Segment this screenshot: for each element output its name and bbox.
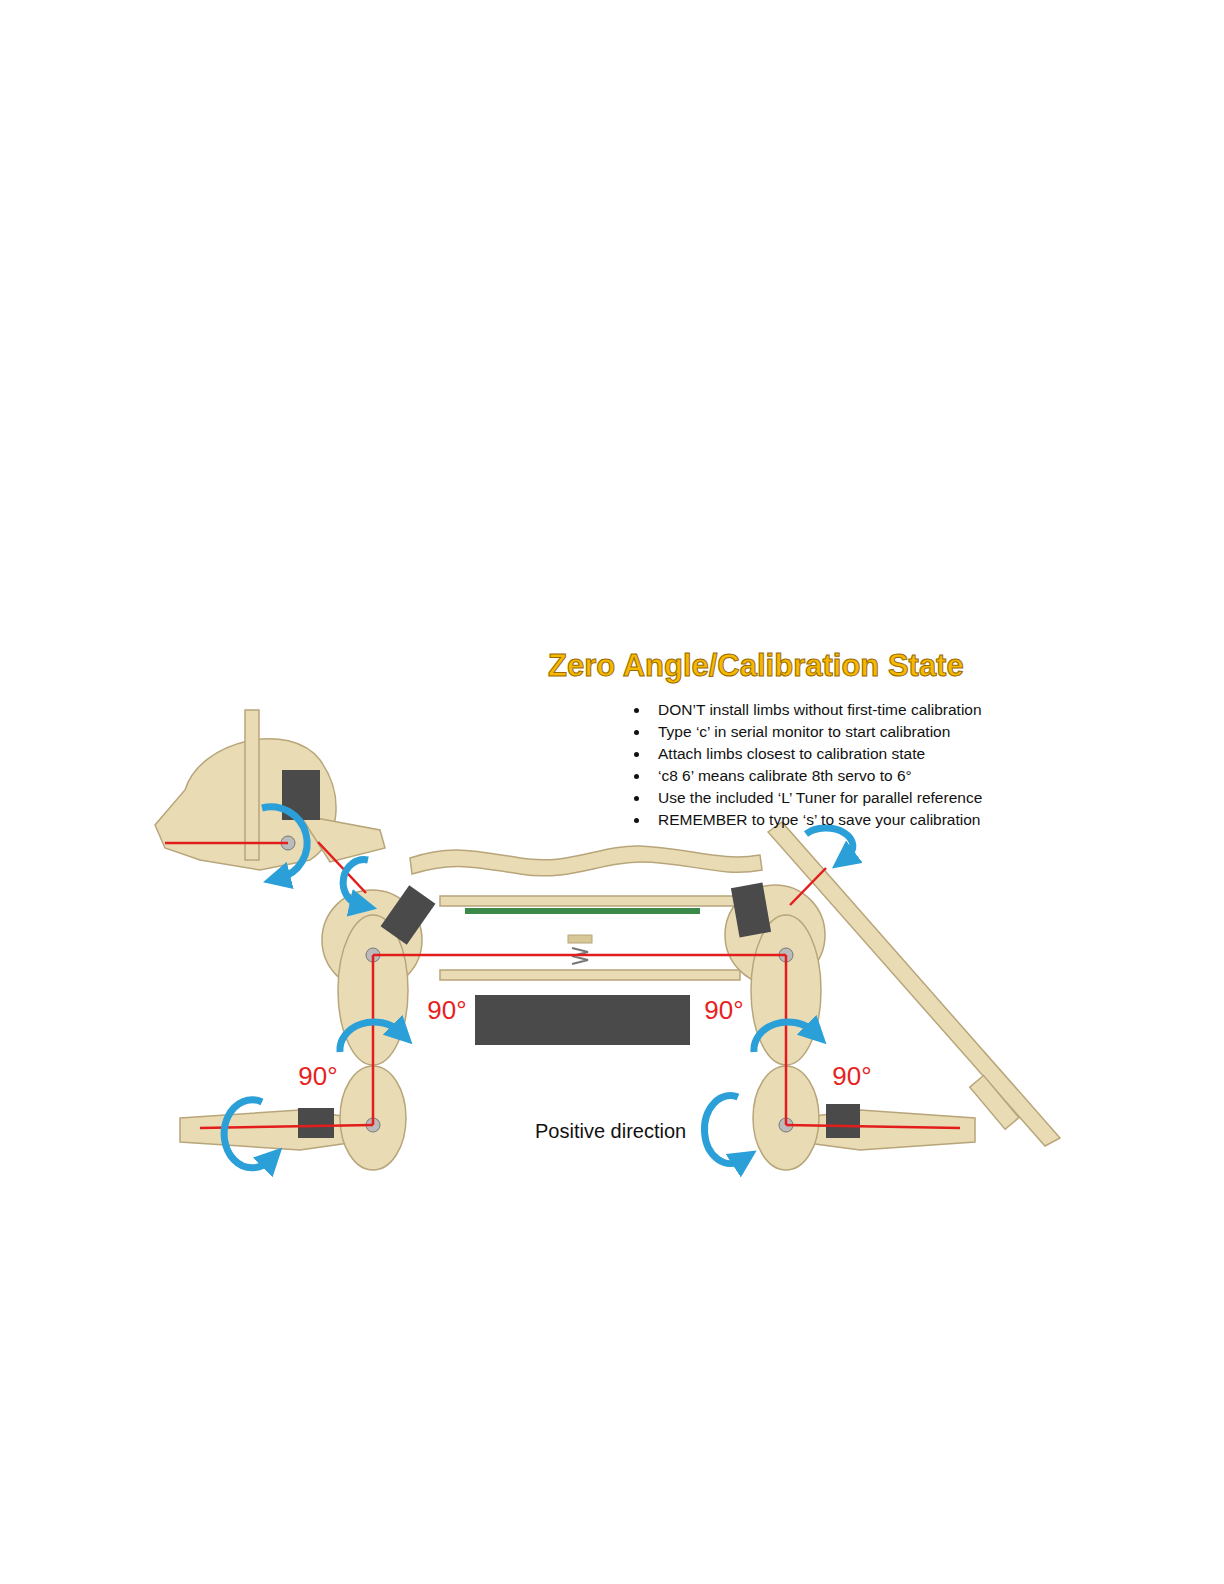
frame-rod (440, 970, 740, 980)
shoulder-arrow (754, 1022, 814, 1052)
circuit-board (465, 908, 700, 914)
direction-label: Positive direction (535, 1120, 686, 1143)
angle-label: 90° (427, 995, 466, 1026)
note-bullet: Use the included ‘L’ Tuner for parallel … (658, 789, 982, 807)
frame-rod (440, 896, 740, 906)
top-plate (410, 846, 762, 876)
bullet-dot (634, 752, 639, 757)
angle-label: 90° (298, 1061, 337, 1092)
note-bullet: DON’T install limbs without first-time c… (658, 701, 982, 719)
diagram-title: Zero Angle/Calibration State (548, 648, 964, 684)
shoulder-servo (731, 883, 771, 938)
bullet-dot (634, 774, 639, 779)
reference-lines (165, 842, 960, 1128)
screw (568, 935, 592, 943)
shoulder-servo (381, 885, 436, 944)
rotation-arrows (224, 807, 853, 1168)
neck-arrow (343, 860, 368, 905)
shoulder-arrow (340, 1022, 400, 1052)
head-arrow (262, 807, 307, 878)
neck (300, 815, 385, 862)
note-bullet: ‘c8 6’ means calibrate 8th servo to 6° (658, 767, 912, 785)
angle-label: 90° (704, 995, 743, 1026)
tail-arrow (806, 828, 853, 858)
joints (281, 836, 793, 1132)
note-bullet: REMEMBER to type ‘s’ to save your calibr… (658, 811, 980, 829)
knee-servo (826, 1104, 860, 1138)
bullet-dot (634, 730, 639, 735)
bullet-dot (634, 708, 639, 713)
knee-servo (298, 1108, 334, 1138)
knee-arrow (704, 1096, 742, 1164)
note-bullet: Attach limbs closest to calibration stat… (658, 745, 925, 763)
note-bullet: Type ‘c’ in serial monitor to start cali… (658, 723, 950, 741)
bullet-dot (634, 796, 639, 801)
tail-tip (970, 1076, 1019, 1130)
angle-label: 90° (832, 1061, 871, 1092)
head-plate (245, 710, 259, 860)
battery (475, 995, 690, 1045)
bullet-dot (634, 818, 639, 823)
knee-arrow (224, 1100, 270, 1168)
robot-body (155, 710, 1060, 1170)
